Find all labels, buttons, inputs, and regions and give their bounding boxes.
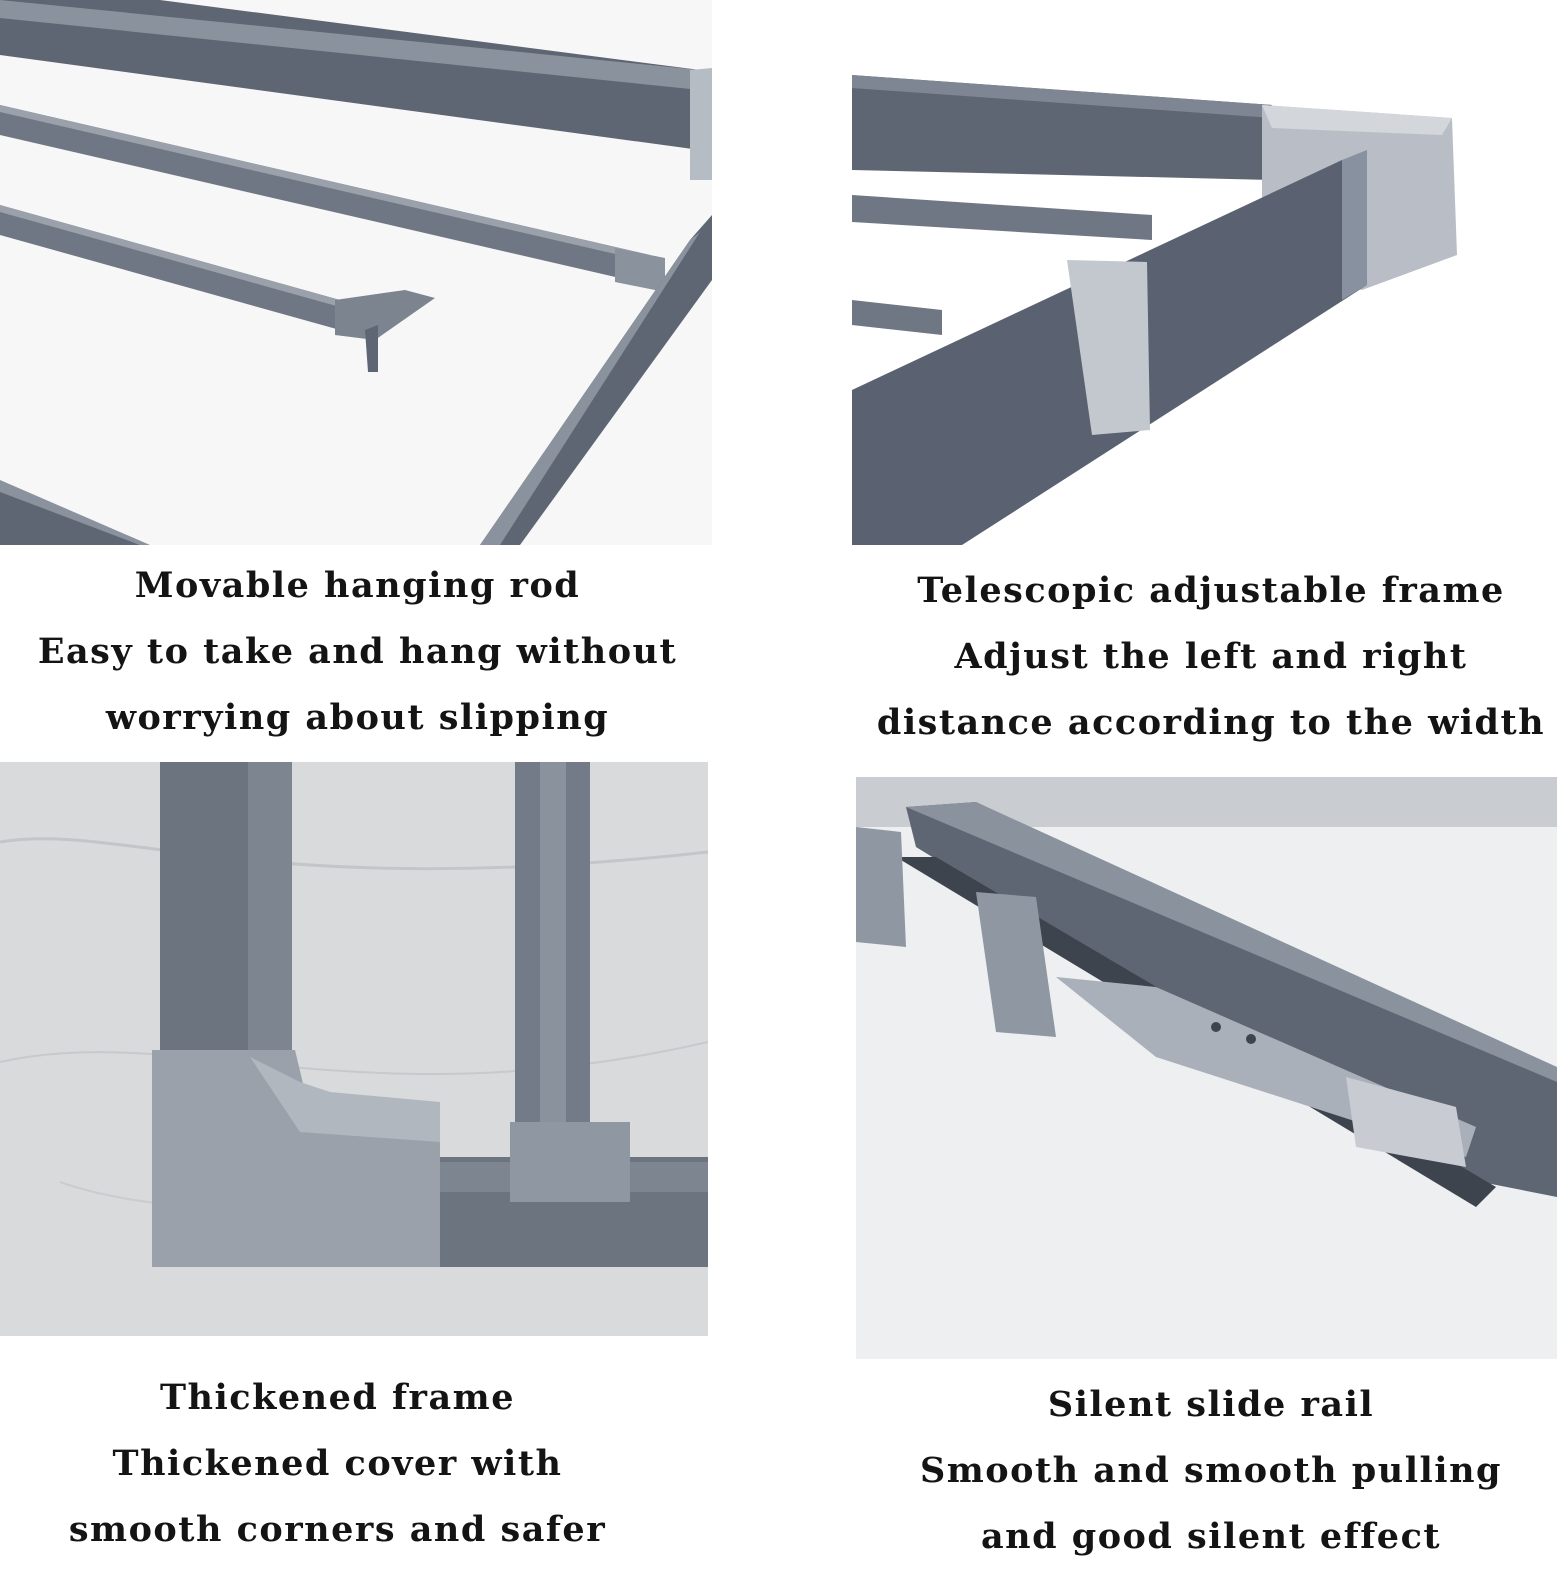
slide-rail-caption: Silent slide rail Smooth and smooth pull… <box>866 1372 1556 1570</box>
telescopic-frame-caption: Telescopic adjustable frame Adjust the l… <box>866 558 1556 756</box>
thickened-frame-image <box>0 762 708 1336</box>
feature-line: Easy to take and hang without <box>37 631 678 672</box>
feature-title: Silent slide rail <box>1047 1384 1375 1425</box>
feature-title: Thickened frame <box>160 1377 515 1418</box>
feature-line: Thickened cover with <box>112 1443 563 1484</box>
thickened-frame-caption: Thickened frame Thickened cover with smo… <box>0 1365 675 1563</box>
feature-title: Telescopic adjustable frame <box>917 570 1505 611</box>
feature-line: Adjust the left and right <box>954 636 1468 677</box>
hanging-rod-caption: Movable hanging rod Easy to take and han… <box>0 553 715 751</box>
movable-hanging-rod-photo <box>0 0 712 545</box>
telescopic-frame-photo <box>852 0 1557 545</box>
feature-line: distance according to the width <box>876 702 1546 743</box>
silent-slide-rail-photo <box>856 777 1557 1359</box>
hanging-rod-image <box>0 0 712 545</box>
feature-line: Smooth and smooth pulling <box>919 1450 1503 1491</box>
feature-line: and good silent effect <box>980 1516 1442 1557</box>
thickened-frame-corner-photo <box>0 762 708 1336</box>
telescopic-frame-image <box>852 0 1557 545</box>
feature-line: worrying about slipping <box>105 697 610 738</box>
slide-rail-image <box>856 777 1557 1359</box>
feature-line: smooth corners and safer <box>68 1509 607 1550</box>
feature-title: Movable hanging rod <box>134 565 581 606</box>
